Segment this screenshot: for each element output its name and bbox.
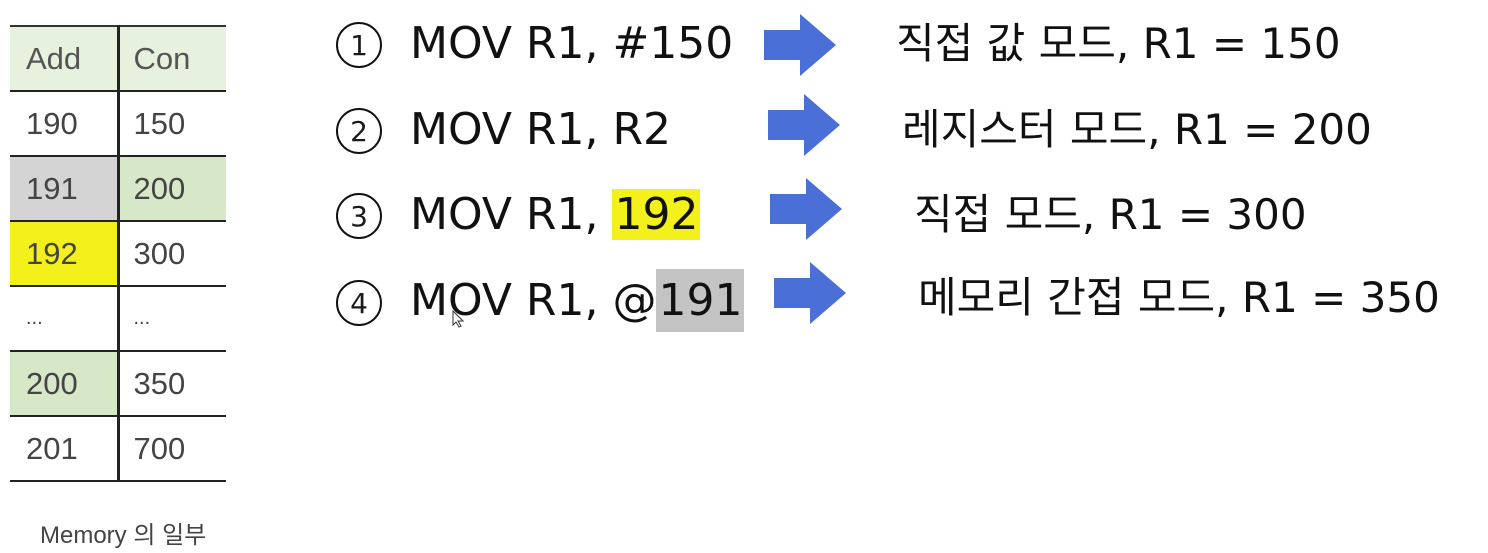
memory-row: 191 200 bbox=[10, 155, 226, 222]
result-1: 직접 값 모드, R1 = 150 bbox=[896, 19, 1341, 68]
result-4: 메모리 간접 모드, R1 = 350 bbox=[918, 273, 1440, 322]
step-number: 4 bbox=[336, 280, 382, 326]
arrow-right-icon bbox=[774, 262, 846, 324]
memory-header-row: Add Con bbox=[10, 25, 226, 92]
header-address: Add bbox=[10, 25, 118, 92]
memory-content: 300 bbox=[116, 220, 226, 287]
instruction-text: MOV R1, R2 bbox=[410, 104, 672, 155]
instruction-2: MOV R1, R2 bbox=[410, 102, 671, 158]
memory-row: 201 700 bbox=[10, 415, 226, 482]
instruction-1: MOV R1, #150 bbox=[410, 16, 733, 72]
memory-address: 191 bbox=[10, 155, 118, 222]
mouse-cursor-icon bbox=[452, 310, 464, 328]
arrow-right-icon bbox=[764, 14, 836, 76]
header-content: Con bbox=[116, 25, 226, 92]
step-number: 1 bbox=[336, 22, 382, 68]
arrow-right-icon bbox=[768, 94, 840, 156]
memory-address: 201 bbox=[10, 415, 118, 482]
result-2: 레지스터 모드, R1 = 200 bbox=[902, 105, 1372, 154]
memory-content: ... bbox=[116, 285, 226, 352]
memory-content: 200 bbox=[116, 155, 226, 222]
instruction-text: MOV R1, @ bbox=[410, 275, 657, 326]
memory-address: 190 bbox=[10, 90, 118, 157]
step-number: 3 bbox=[336, 193, 382, 239]
memory-row: 190 150 bbox=[10, 90, 226, 157]
step-number: 2 bbox=[336, 108, 382, 154]
memory-address: ... bbox=[10, 285, 118, 352]
instruction-text: MOV R1, #150 bbox=[410, 18, 734, 69]
memory-content: 150 bbox=[116, 90, 226, 157]
result-3: 직접 모드, R1 = 300 bbox=[914, 190, 1307, 239]
memory-table: Add Con 190 150 191 200 192 300 ... ... … bbox=[10, 25, 226, 482]
memory-row: 200 350 bbox=[10, 350, 226, 417]
highlighted-address: 192 bbox=[612, 189, 701, 240]
memory-content: 700 bbox=[116, 415, 226, 482]
memory-caption: Memory 의 일부 bbox=[40, 522, 207, 549]
memory-row: 192 300 bbox=[10, 220, 226, 287]
instruction-4: MOV R1, @191 bbox=[410, 269, 745, 332]
memory-row: ... ... bbox=[10, 285, 226, 352]
instruction-text: MOV R1, bbox=[410, 189, 613, 240]
memory-content: 350 bbox=[116, 350, 226, 417]
arrow-right-icon bbox=[770, 178, 842, 240]
instruction-3: MOV R1, 192 bbox=[410, 187, 701, 243]
highlighted-address: 191 bbox=[656, 269, 745, 332]
memory-address: 200 bbox=[10, 350, 118, 417]
memory-address: 192 bbox=[10, 220, 118, 287]
